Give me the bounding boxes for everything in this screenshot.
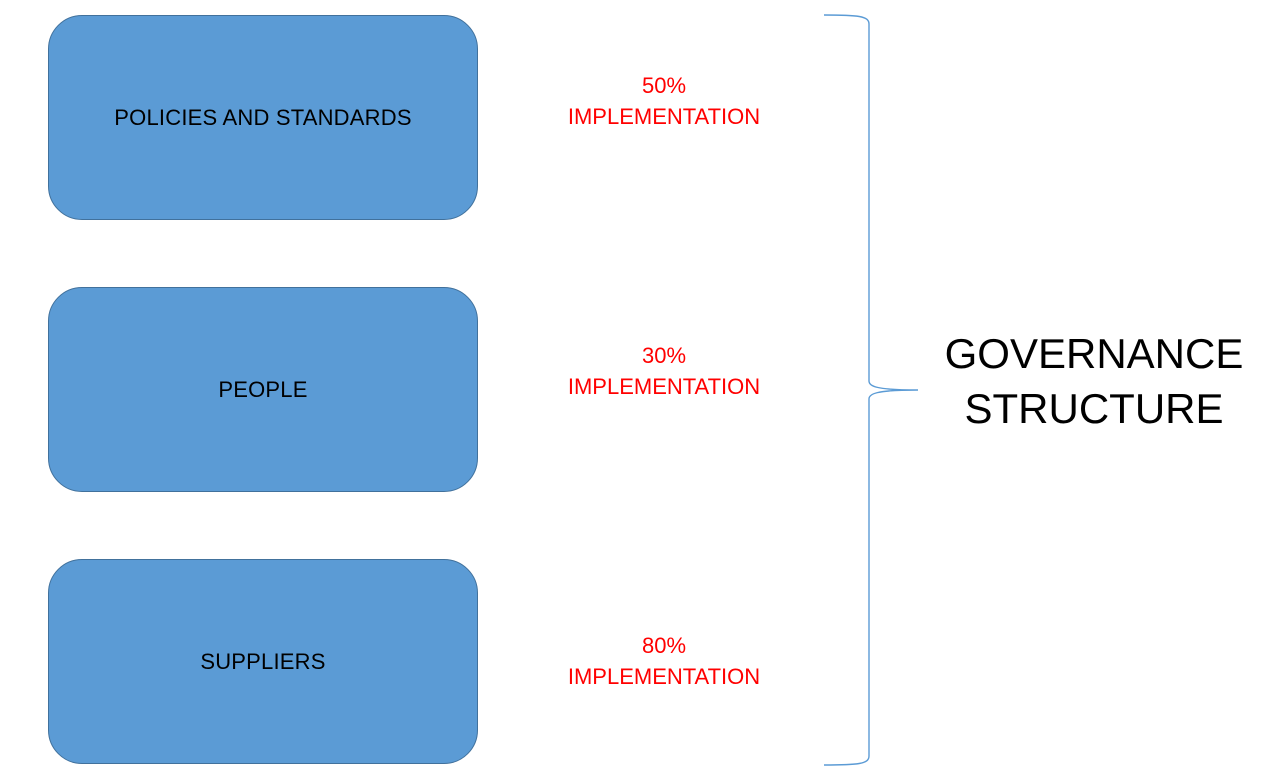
category-box-people: PEOPLE — [48, 287, 478, 492]
implementation-percent: 30% — [641, 343, 687, 368]
category-box-suppliers: SUPPLIERS — [48, 559, 478, 764]
category-label: POLICIES AND STANDARDS — [114, 104, 412, 130]
brace-path — [823, 14, 919, 766]
implementation-status-people: 30% IMPLEMENTATION — [548, 340, 780, 402]
right-curly-brace — [823, 14, 919, 766]
title-line-1: GOVERNANCE — [944, 330, 1244, 377]
category-box-policies: POLICIES AND STANDARDS — [48, 15, 478, 220]
title-line-2: STRUCTURE — [964, 385, 1224, 432]
diagram-title: GOVERNANCE STRUCTURE — [935, 326, 1253, 436]
implementation-percent: 80% — [641, 633, 687, 658]
implementation-label: IMPLEMENTATION — [567, 104, 761, 129]
implementation-status-suppliers: 80% IMPLEMENTATION — [548, 630, 780, 692]
category-label: PEOPLE — [218, 376, 308, 402]
implementation-label: IMPLEMENTATION — [567, 664, 761, 689]
category-label: SUPPLIERS — [200, 648, 326, 674]
implementation-label: IMPLEMENTATION — [567, 374, 761, 399]
implementation-percent: 50% — [641, 73, 687, 98]
implementation-status-policies: 50% IMPLEMENTATION — [548, 70, 780, 132]
